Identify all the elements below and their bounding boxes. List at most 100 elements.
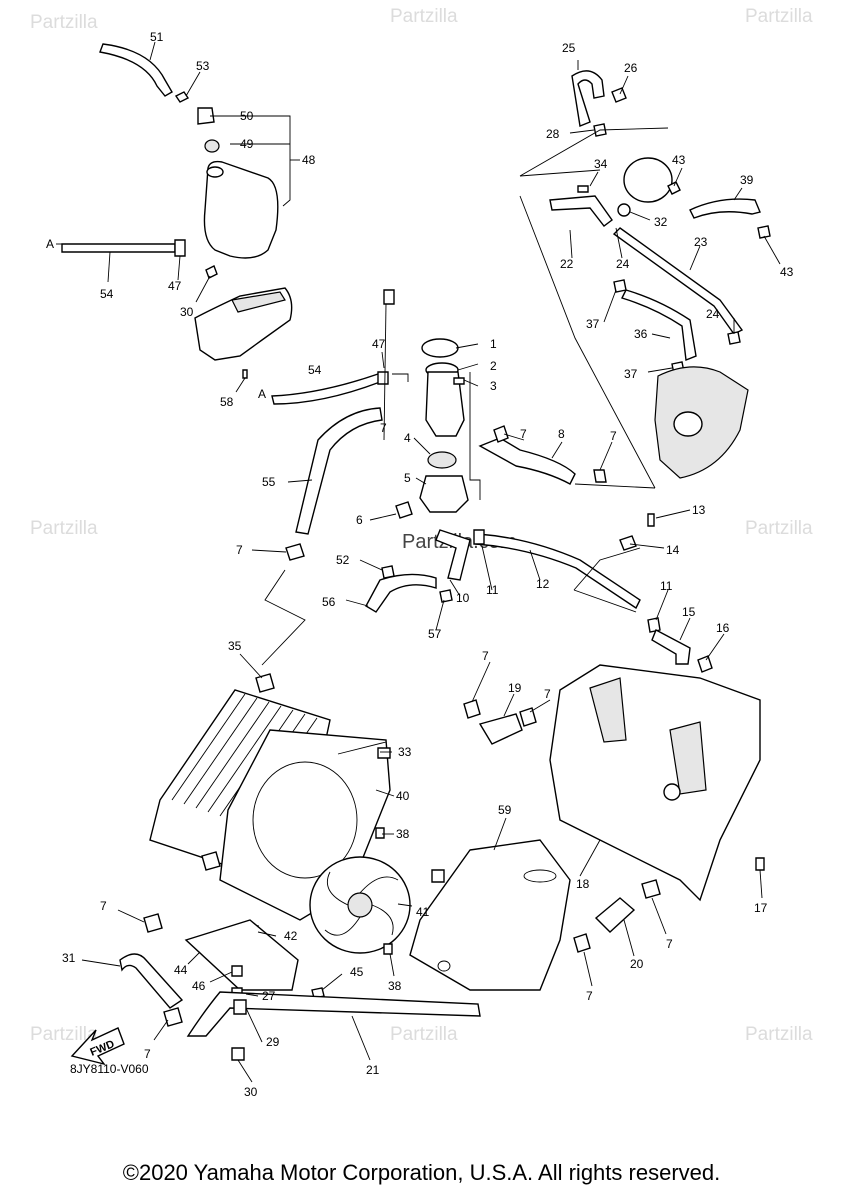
hose-15	[651, 629, 691, 665]
frame-a	[392, 373, 409, 382]
watermark: Partzilla	[745, 1024, 813, 1045]
watermark: Partzilla	[30, 12, 98, 33]
label-51: 51	[150, 30, 164, 44]
label-54b: 54	[308, 363, 322, 377]
frame-bracket-b	[669, 721, 707, 795]
gasket-49	[204, 139, 220, 153]
thermostat-group	[271, 289, 656, 613]
frame-e	[337, 741, 387, 755]
label-43b: 43	[780, 265, 794, 279]
frame-top	[519, 127, 669, 177]
label-24b: 24	[706, 307, 720, 321]
label-7a: 7	[380, 421, 387, 435]
leader-lines	[56, 41, 781, 1083]
label-7j: 7	[144, 1047, 151, 1061]
nut-46	[231, 965, 243, 977]
o-ring-32	[617, 203, 631, 217]
label-27: 27	[262, 989, 276, 1003]
tank-bracket	[194, 287, 293, 361]
radiator-cap-1	[421, 338, 459, 358]
label-37b: 37	[624, 367, 638, 381]
label-36: 36	[634, 327, 648, 341]
tank-filler-neck	[206, 166, 224, 178]
label-10: 10	[456, 591, 470, 605]
grommet-38	[375, 827, 385, 839]
label-24: 24	[616, 257, 630, 271]
label-59: 59	[498, 803, 512, 817]
label-1: 1	[490, 337, 497, 351]
clamp-24b	[727, 331, 741, 345]
radiator-group	[149, 569, 445, 955]
label-23: 23	[694, 235, 708, 249]
label-22: 22	[560, 257, 574, 271]
label-11b: 11	[660, 579, 673, 593]
label-55: 55	[262, 475, 276, 489]
part-labels: 51 53 50 49 48 A 54 47 30 58 25 26 28 34…	[46, 30, 794, 1099]
frame-group	[463, 664, 765, 902]
radiator-outlet	[201, 851, 221, 871]
frame-b	[574, 483, 656, 489]
hose-8	[478, 437, 576, 485]
watermark: Partzilla	[30, 518, 98, 539]
frame-d	[573, 589, 637, 613]
clamp-14	[619, 535, 637, 551]
radiator-inlet	[255, 673, 275, 693]
bolt-45	[311, 987, 325, 999]
clamp-7b	[593, 469, 607, 483]
clamp-43	[667, 181, 681, 195]
clip-53	[174, 91, 190, 103]
label-53: 53	[196, 59, 210, 73]
fwd-arrow-icon	[70, 1027, 125, 1066]
label-33: 33	[398, 745, 412, 759]
frame-bracket-a	[589, 677, 627, 743]
label-A: A	[46, 237, 54, 251]
label-47b: 47	[372, 337, 386, 351]
label-16: 16	[716, 621, 730, 635]
label-44: 44	[174, 963, 188, 977]
frame-thermo	[469, 372, 481, 500]
label-52: 52	[336, 553, 350, 567]
skid-hole	[523, 869, 557, 883]
hose-56	[365, 573, 437, 613]
hose-36	[621, 289, 697, 361]
label-8: 8	[558, 427, 565, 441]
grommet-38b	[383, 943, 393, 955]
bolt-34	[577, 185, 589, 193]
watermark: Partzilla	[390, 1024, 458, 1045]
hose-12	[475, 533, 641, 610]
clamp-7h	[641, 879, 661, 899]
pump-cover	[623, 157, 673, 203]
filler-neck	[425, 371, 465, 437]
pipe-21	[186, 991, 481, 1037]
diagram-code: 8JY8110-V060	[70, 1062, 149, 1076]
clamp-37	[613, 279, 627, 293]
fan-hub	[347, 892, 373, 918]
thermostat-4	[427, 451, 457, 469]
right-hose-group	[573, 513, 713, 673]
label-46: 46	[192, 979, 206, 993]
label-35: 35	[228, 639, 242, 653]
fan-blades	[324, 871, 399, 936]
frame-c	[573, 547, 641, 591]
label-2: 2	[490, 359, 497, 373]
clamp-7d	[285, 543, 305, 561]
label-47: 47	[168, 279, 182, 293]
clamp-7j	[519, 707, 537, 727]
reservoir-tank-group	[61, 43, 300, 379]
frame-18	[549, 664, 761, 902]
label-20: 20	[630, 957, 644, 971]
label-54: 54	[100, 287, 114, 301]
label-18: 18	[576, 877, 590, 891]
label-12: 12	[536, 577, 550, 591]
clamp-7g	[573, 933, 591, 953]
clamp-7f	[163, 1007, 183, 1027]
clamp-47b	[377, 371, 389, 385]
label-39: 39	[740, 173, 754, 187]
label-37: 37	[586, 317, 600, 331]
copyright-notice: ©2020 Yamaha Motor Corporation, U.S.A. A…	[122, 1160, 721, 1185]
label-30b: 30	[244, 1085, 258, 1099]
frame-boss	[663, 783, 681, 801]
clip-30b	[231, 1047, 245, 1061]
clamp-57	[439, 589, 453, 603]
